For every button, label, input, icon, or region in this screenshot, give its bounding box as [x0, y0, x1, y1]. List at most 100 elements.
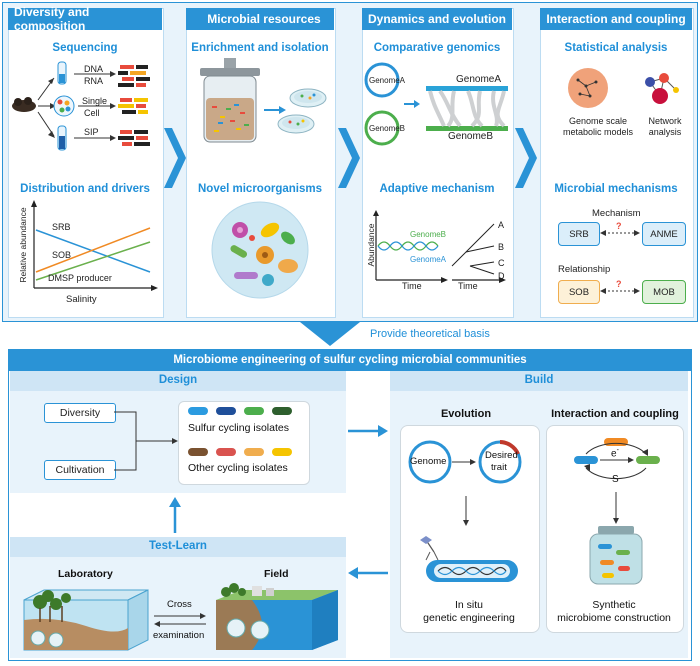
sulfur-isolates-label: Sulfur cycling isolates — [188, 422, 289, 434]
sob-line-label: SOB — [52, 250, 72, 260]
electron-label: e- — [611, 447, 619, 459]
build-title: Build — [524, 374, 554, 386]
genome-b-bar-label: GenomeB — [448, 131, 494, 142]
diversity-box: Diversity — [44, 403, 116, 423]
section-statistical: Statistical analysis — [564, 42, 668, 54]
mob-box-label: MOB — [653, 286, 675, 298]
comparative-genomics-illustration — [364, 62, 508, 146]
chevron-arrow-icon — [164, 128, 186, 188]
down-arrow-icon — [300, 322, 360, 346]
other-swatch — [188, 448, 208, 456]
mob-box: MOB — [642, 280, 686, 304]
cross-label: Cross — [167, 599, 192, 610]
sulfur-swatch — [244, 407, 264, 415]
merge-connector-icon — [114, 411, 178, 471]
panel-title-interaction: Interaction and coupling — [540, 8, 692, 30]
evolution-title: Evolution — [440, 408, 492, 420]
field-label: Field — [264, 568, 289, 580]
laboratory-label: Laboratory — [58, 568, 113, 580]
srb-box-label: SRB — [569, 228, 589, 240]
branch-label-a: A — [498, 220, 505, 230]
network-label-2: analysis — [648, 127, 682, 137]
sob-box-label: SOB — [568, 286, 590, 298]
sulfur-swatch — [188, 407, 208, 415]
cultivation-label: Cultivation — [55, 464, 105, 476]
chevron-arrow-icon — [515, 128, 537, 188]
cross-examination-arrows-icon — [154, 613, 206, 627]
gsmm-label-2: metabolic models — [562, 127, 634, 137]
other-swatch — [244, 448, 264, 456]
up-arrow-icon — [169, 497, 181, 533]
single-label: Single — [82, 96, 108, 106]
distribution-xlabel: Salinity — [66, 294, 97, 305]
isolates-box — [178, 401, 310, 485]
rna-label: RNA — [84, 76, 104, 86]
section-distribution: Distribution and drivers — [20, 183, 150, 195]
microorganisms-illustration — [211, 201, 309, 299]
sulfur-label: S — [612, 474, 619, 485]
right-arrow-icon — [348, 425, 388, 437]
distribution-chart — [31, 200, 158, 291]
build-header — [390, 371, 688, 391]
panel-title-diversity: Diversity and composition — [8, 5, 162, 33]
adaptive-ylabel: Abundance — [366, 223, 376, 267]
cell-label: Cell — [84, 108, 100, 118]
cultivation-box: Cultivation — [44, 460, 116, 480]
branch-label-c: C — [498, 258, 505, 268]
design-title: Design — [158, 374, 198, 386]
panel-dynamics — [362, 8, 514, 318]
diversity-label: Diversity — [59, 407, 101, 419]
adaptive-mechanism-chart — [373, 210, 506, 283]
panel-interaction — [540, 8, 694, 318]
branch-label-b: B — [498, 242, 505, 252]
genome-a-label: GenomeA — [369, 76, 406, 85]
left-arrow-icon — [348, 567, 388, 579]
insitu-label-1: In situ — [454, 599, 483, 611]
other-swatch — [216, 448, 236, 456]
section-sequencing: Sequencing — [52, 42, 118, 54]
desired-label-2: trait — [491, 462, 507, 473]
microbiome-construction-label: microbiome construction — [557, 612, 671, 624]
panel-title-dynamics: Dynamics and evolution — [362, 8, 512, 30]
panel-title-resources: Microbial resources — [186, 8, 334, 30]
question-mark-1: ? — [616, 221, 622, 231]
sob-box: SOB — [558, 280, 600, 304]
sequencing-illustration — [12, 61, 150, 151]
design-header — [10, 371, 346, 391]
genome-b-label: GenomeB — [369, 124, 406, 133]
section-novel: Novel microorganisms — [198, 183, 322, 195]
srb-line-label: SRB — [52, 222, 71, 232]
section-comparative: Comparative genomics — [373, 42, 501, 54]
evolution-illustration — [408, 440, 522, 582]
main-title: Microbiome engineering of sulfur cycling… — [8, 349, 692, 371]
examination-label: examination — [153, 630, 205, 641]
dna-label: DNA — [84, 64, 104, 74]
mechanism-label: Mechanism — [592, 208, 641, 219]
question-mark-2: ? — [616, 279, 622, 289]
bioreactor-illustration — [200, 58, 327, 143]
sulfur-swatches — [188, 407, 308, 417]
section-adaptive: Adaptive mechanism — [379, 183, 495, 195]
desired-label-1: Desired — [485, 450, 518, 461]
srb-box: SRB — [558, 222, 600, 246]
distribution-ylabel: Relative abundance — [18, 207, 28, 283]
interaction-illustration — [574, 438, 660, 585]
chevron-arrow-icon — [338, 128, 360, 188]
adaptive-genome-a: GenomeA — [410, 255, 447, 264]
laboratory-illustration — [23, 589, 149, 651]
gsmm-label-1: Genome scale — [568, 116, 628, 126]
anme-box: ANME — [642, 222, 686, 246]
provide-basis-label: Provide theoretical basis — [370, 328, 490, 340]
statistics-illustration — [568, 68, 679, 108]
sulfur-swatch — [216, 407, 236, 415]
sip-label: SIP — [84, 127, 99, 137]
panel-resources — [186, 8, 336, 318]
adaptive-xlabel-2: Time — [458, 281, 478, 291]
interaction-title: Interaction and coupling — [551, 408, 679, 420]
testlearn-title: Test-Learn — [149, 540, 207, 552]
anme-box-label: ANME — [650, 228, 678, 240]
adaptive-xlabel-1: Time — [402, 281, 422, 291]
other-swatches — [188, 448, 308, 458]
adaptive-genome-b: GenomeB — [410, 230, 447, 239]
other-swatch — [272, 448, 292, 456]
